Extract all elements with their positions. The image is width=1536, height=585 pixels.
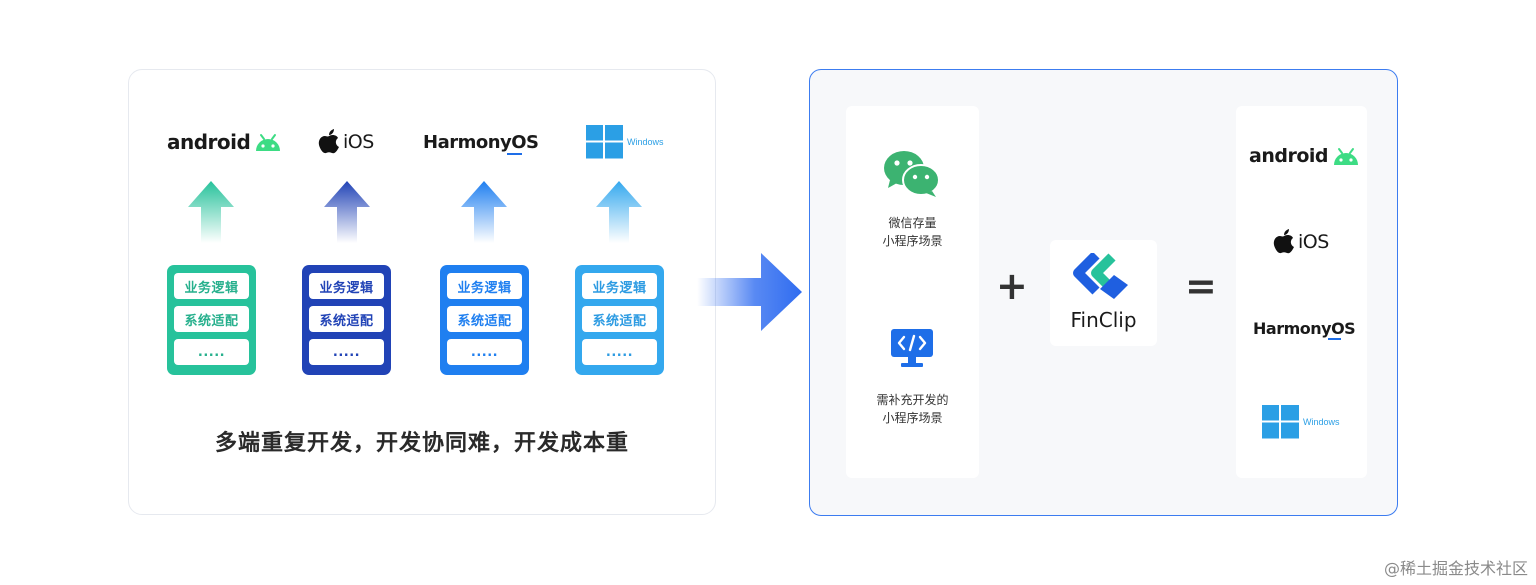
up-arrow-windows [596,181,642,243]
up-arrow-harmony [461,181,507,243]
finclip-label: FinClip [1070,308,1137,332]
stack-cell-more: ..... [174,339,249,365]
code-monitor-icon [891,329,933,367]
stack-cell-business-logic: 业务逻辑 [309,273,384,299]
stack-cell-business-logic: 业务逻辑 [447,273,522,299]
scenario-existing-label: 微信存量 小程序场景 [882,216,943,248]
windows-icon [1262,405,1299,439]
watermark: @稀土掘金技术社区 [1383,559,1528,578]
result-harmonyos-logo: HarmonyOS [1253,306,1356,350]
stack-windows: 业务逻辑 系统适配 ..... [575,265,664,375]
windows-logo: Windows [586,120,664,164]
result-windows-logo: Windows [1262,400,1340,444]
apple-icon [318,129,339,154]
windows-icon [586,125,623,159]
harmonyos-logo: HarmonyOS [423,120,539,164]
result-platforms-card [1236,106,1367,478]
stack-cell-more: ..... [309,339,384,365]
stack-cell-system-adapt: 系统适配 [447,306,522,332]
stack-cell-system-adapt: 系统适配 [309,306,384,332]
equals-sign: = [1185,264,1217,308]
result-ios-logo: iOS [1273,220,1329,264]
android-robot-icon [1334,148,1358,165]
stack-cell-more: ..... [447,339,522,365]
finclip-card [1050,240,1157,346]
result-android-logo: android [1249,134,1361,178]
wechat-icon [884,151,940,197]
harmony-accent-bar [1328,338,1341,340]
stack-harmony: 业务逻辑 系统适配 ..... [440,265,529,375]
up-arrow-ios [324,181,370,243]
plus-sign: + [996,264,1028,308]
stack-cell-system-adapt: 系统适配 [174,306,249,332]
right-arrow [697,253,802,331]
android-robot-icon [256,134,281,151]
finclip-logo-icon [1073,253,1128,299]
stack-android: 业务逻辑 系统适配 ..... [167,265,256,375]
stack-cell-system-adapt: 系统适配 [582,306,657,332]
up-arrow-android [188,181,234,243]
stack-cell-business-logic: 业务逻辑 [582,273,657,299]
stack-ios: 业务逻辑 系统适配 ..... [302,265,391,375]
scenario-new-label: 需补充开发的 小程序场景 [876,393,949,425]
slogan-text: 多端重复开发，开发协同难，开发成本重 [214,431,629,456]
stack-cell-business-logic: 业务逻辑 [174,273,249,299]
harmony-accent-bar [507,153,522,155]
ios-logo: iOS [318,120,374,164]
android-logo: android [167,120,283,164]
apple-icon [1273,229,1294,254]
stack-cell-more: ..... [582,339,657,365]
